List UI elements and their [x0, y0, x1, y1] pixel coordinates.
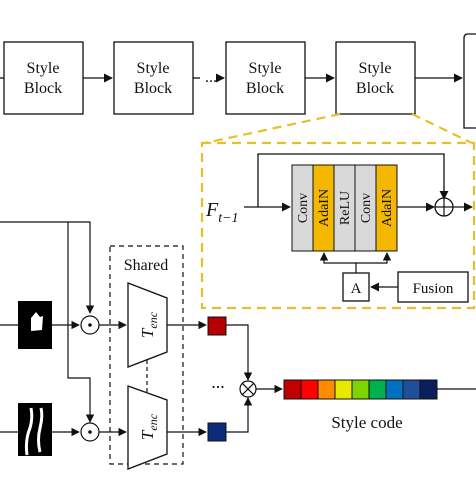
mask-image-2	[18, 403, 52, 456]
style-block-ellipsis: ...	[205, 69, 217, 86]
style-block-detail: Ft−1 Conv AdaIN ReLU Conv AdaIN A	[200, 141, 476, 310]
layer-adain-2	[375, 164, 398, 252]
style-feature-navy	[207, 422, 227, 442]
encoder-2: Tenc	[127, 385, 168, 470]
style-block-2: Style Block	[113, 41, 194, 115]
layer-label-conv-2: Conv	[359, 193, 374, 223]
input-feature-label: Ft−1	[205, 199, 239, 226]
style-code-label: Style code	[331, 413, 402, 432]
style-code-cell	[283, 379, 302, 400]
zoom-lines	[204, 112, 473, 145]
layer-label-conv-1: Conv	[296, 193, 311, 223]
layer-label-adain-2: AdaIN	[380, 189, 395, 227]
style-code-cell	[351, 379, 370, 400]
style-block-3-line2: Block	[246, 80, 284, 97]
style-block-1-line1: Style	[27, 60, 60, 77]
layer-stack: Conv AdaIN ReLU Conv AdaIN	[291, 164, 398, 252]
layer-label-relu: ReLU	[338, 191, 353, 225]
style-code-cell	[368, 379, 387, 400]
style-block-1-line2: Block	[24, 80, 62, 97]
encoder-2-label: Tenc	[138, 413, 160, 440]
style-code-cell	[317, 379, 336, 400]
fusion-label: Fusion	[413, 281, 454, 297]
skip-connection	[257, 153, 449, 207]
style-block-3: Style Block	[225, 41, 306, 115]
detail-border	[200, 141, 476, 310]
fusion-operator	[239, 380, 257, 398]
style-block-1: Style Block	[3, 41, 84, 115]
shared-label: Shared	[124, 257, 168, 274]
encoder-section: Shared Tenc Tenc ... Style code	[0, 221, 476, 470]
multiply-operator-2	[80, 422, 100, 442]
mask-image-1	[18, 301, 52, 349]
style-code-cell	[419, 379, 438, 400]
encoder-1-label: Tenc	[138, 311, 160, 338]
multiply-operator-1	[80, 315, 100, 335]
style-block-4-line1: Style	[359, 60, 392, 77]
style-block-row: Style Block Style Block ... Style Block …	[0, 33, 476, 129]
add-operator	[434, 197, 454, 217]
style-code-cell	[385, 379, 404, 400]
style-feature-red	[207, 316, 227, 336]
affine-box	[342, 272, 370, 302]
affine-label: A	[351, 281, 362, 297]
style-block-2-line1: Style	[137, 60, 170, 77]
shared-encoder-box	[109, 245, 184, 465]
style-block-3-line1: Style	[249, 60, 282, 77]
feature-ellipsis: ...	[211, 372, 225, 392]
style-code-cell	[402, 379, 421, 400]
fusion-box	[397, 271, 469, 303]
layer-label-adain-1: AdaIN	[317, 189, 332, 227]
style-code-cell	[334, 379, 353, 400]
style-block-4-line2: Block	[356, 80, 394, 97]
output-block-partial	[463, 33, 476, 129]
style-code-strip	[283, 379, 438, 400]
style-code-cell	[300, 379, 319, 400]
style-block-4: Style Block	[335, 41, 416, 115]
style-block-2-line2: Block	[134, 80, 172, 97]
encoder-1: Tenc	[127, 282, 168, 368]
